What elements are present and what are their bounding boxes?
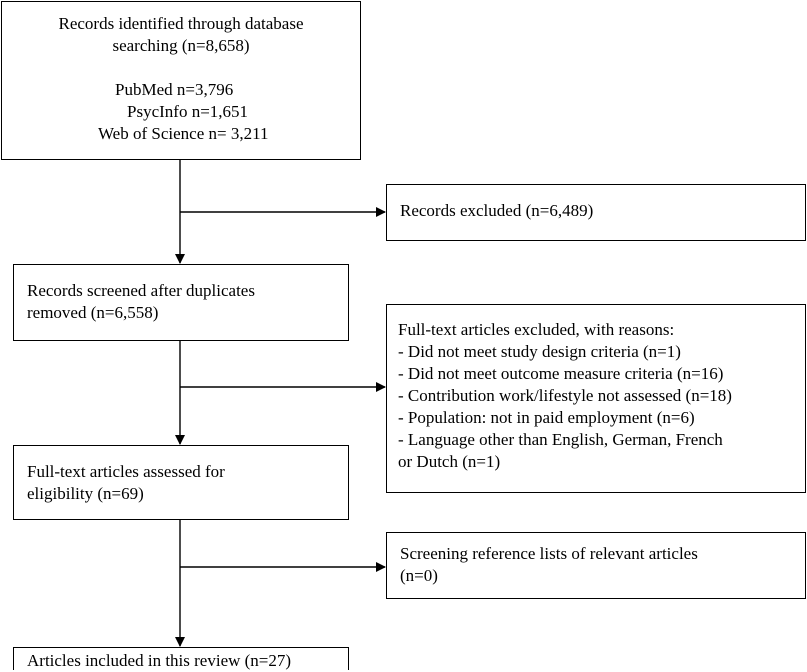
articles-included-text: Articles included in this review (n=27): [27, 651, 292, 670]
reference-lists-line-1: Screening reference lists of relevant ar…: [400, 544, 698, 563]
fulltext-excluded-box: Full-text articles excluded, with reason…: [386, 304, 806, 493]
exclusion-reason-contribution: - Contribution work/lifestyle not assess…: [398, 386, 732, 405]
reference-lists-line-2: (n=0): [400, 566, 438, 585]
assessed-line-1: Full-text articles assessed for: [27, 462, 225, 481]
records-excluded-box: Records excluded (n=6,489): [386, 184, 806, 241]
source-web-of-science: Web of Science n= 3,211: [98, 124, 269, 143]
records-excluded-text: Records excluded (n=6,489): [400, 201, 594, 220]
screened-line-2: removed (n=6,558): [27, 303, 159, 322]
assessed-line-2: eligibility (n=69): [27, 484, 144, 503]
fulltext-assessed-box: Full-text articles assessed for eligibil…: [13, 445, 349, 520]
fulltext-excluded-heading: Full-text articles excluded, with reason…: [398, 320, 675, 339]
exclusion-reason-language: - Language other than English, German, F…: [398, 430, 723, 449]
records-screened-box: Records screened after duplicates remove…: [13, 264, 349, 341]
exclusion-reason-population: - Population: not in paid employment (n=…: [398, 408, 695, 427]
source-pubmed: PubMed n=3,796: [115, 80, 234, 99]
exclusion-reason-study-design: - Did not meet study design criteria (n=…: [398, 342, 681, 361]
exclusion-reason-language-cont: or Dutch (n=1): [398, 452, 501, 471]
identified-title-line-1: Records identified through database: [58, 14, 304, 33]
reference-lists-box: Screening reference lists of relevant ar…: [386, 532, 806, 599]
identified-title-line-2: searching (n=8,658): [112, 36, 250, 55]
source-psycinfo: PsycInfo n=1,651: [127, 102, 249, 121]
records-identified-box: Records identified through database sear…: [1, 1, 361, 160]
exclusion-reason-outcome-measure: - Did not meet outcome measure criteria …: [398, 364, 724, 383]
articles-included-box: Articles included in this review (n=27): [13, 647, 349, 670]
screened-line-1: Records screened after duplicates: [27, 281, 255, 300]
